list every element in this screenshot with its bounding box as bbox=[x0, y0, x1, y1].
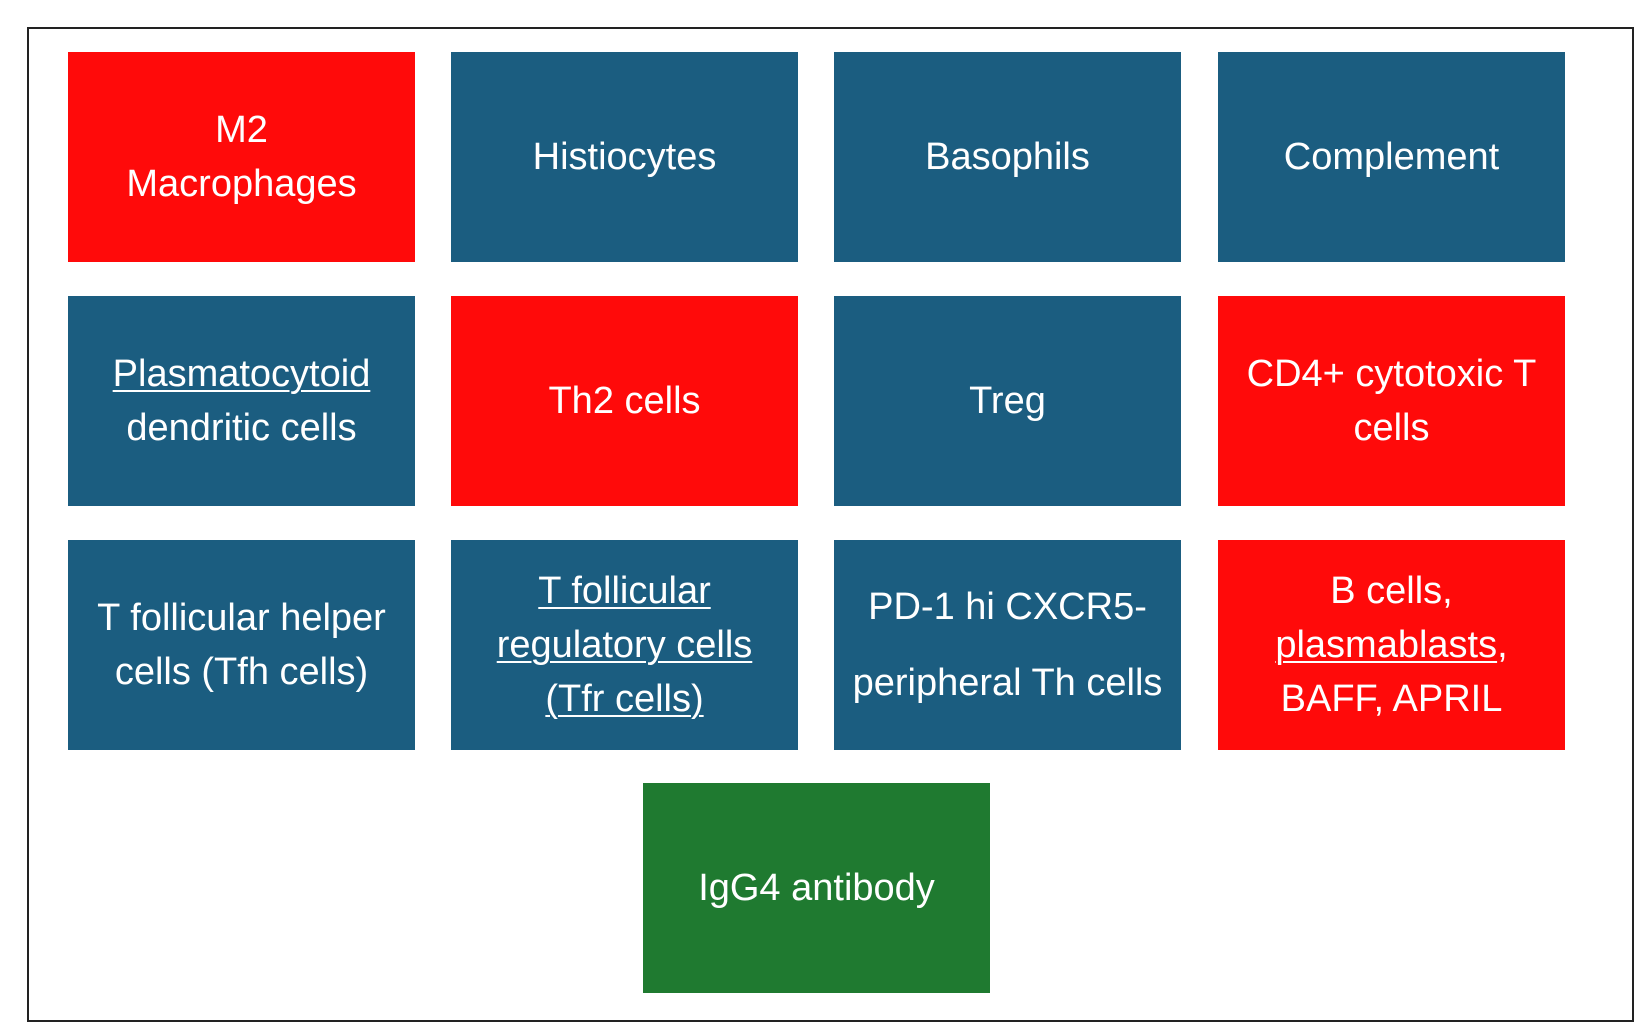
tile-text: T follicular helper bbox=[97, 597, 386, 639]
tile-text-underlined: plasmablasts bbox=[1275, 624, 1498, 666]
tile-text: PD-1 hi CXCR5- bbox=[868, 586, 1147, 628]
tile-peripheral-th-cells: PD-1 hi CXCR5- peripheral Th cells bbox=[834, 540, 1181, 750]
tile-text: Complement bbox=[1283, 136, 1500, 178]
tile-text: , bbox=[1497, 624, 1508, 666]
tile-basophils: Basophils bbox=[834, 52, 1181, 262]
tile-text: Treg bbox=[969, 380, 1046, 422]
tile-text: B cells, bbox=[1330, 570, 1453, 612]
tile-text-underlined: T follicular bbox=[538, 570, 711, 612]
tile-treg: Treg bbox=[834, 296, 1181, 506]
tile-text-underlined: Plasmatocytoid bbox=[112, 353, 371, 395]
tile-text: dendritic cells bbox=[126, 407, 357, 449]
tile-tfr-cells: T follicular regulatory cells (Tfr cells… bbox=[451, 540, 798, 750]
tile-b-cells: B cells, plasmablasts, BAFF, APRIL bbox=[1218, 540, 1565, 750]
tile-th2-cells: Th2 cells bbox=[451, 296, 798, 506]
tile-text: BAFF, APRIL bbox=[1280, 678, 1503, 720]
tile-cd4-cytotoxic-t-cells: CD4+ cytotoxic T cells bbox=[1218, 296, 1565, 506]
tile-text-underlined: (Tfr cells) bbox=[545, 678, 704, 720]
tile-plasmacytoid-dendritic-cells: Plasmatocytoid dendritic cells bbox=[68, 296, 415, 506]
tile-text: cells bbox=[1353, 407, 1430, 449]
tile-complement: Complement bbox=[1218, 52, 1565, 262]
tile-text: Th2 cells bbox=[548, 380, 701, 422]
tile-text: Basophils bbox=[925, 136, 1090, 178]
tile-text-underlined: regulatory cells bbox=[496, 624, 753, 666]
tile-text: Macrophages bbox=[126, 163, 357, 205]
tile-text: IgG4 antibody bbox=[698, 867, 935, 909]
tile-m2-macrophages: M2 Macrophages bbox=[68, 52, 415, 262]
tile-text-line: plasmablasts, bbox=[1275, 618, 1507, 672]
tile-text: cells (Tfh cells) bbox=[114, 651, 369, 693]
tile-text: M2 bbox=[215, 109, 268, 151]
tile-histiocytes: Histiocytes bbox=[451, 52, 798, 262]
tile-igg4-antibody: IgG4 antibody bbox=[643, 783, 990, 993]
tile-text: CD4+ cytotoxic T bbox=[1246, 353, 1537, 395]
tile-tfh-cells: T follicular helper cells (Tfh cells) bbox=[68, 540, 415, 750]
tile-text: Histiocytes bbox=[532, 136, 717, 178]
tile-text: peripheral Th cells bbox=[852, 662, 1163, 704]
